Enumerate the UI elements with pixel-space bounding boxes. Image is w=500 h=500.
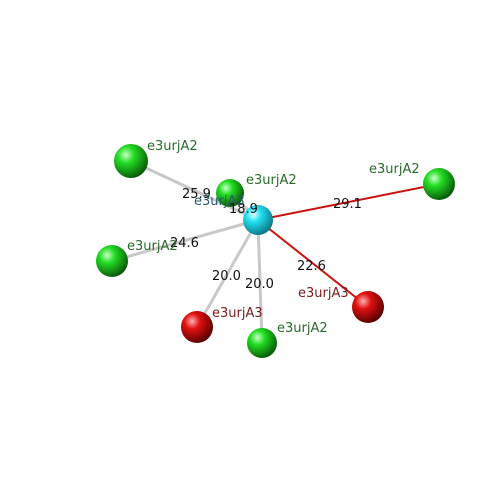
atom-labels: e3urjA3 e3urjA2 e3urjA2 e3urjA2 e3urjA2 …	[127, 139, 420, 336]
atom-label-3: e3urjA2	[369, 162, 420, 177]
distance-label-5: 22.6	[297, 259, 326, 274]
atom-green-1[interactable]	[114, 144, 148, 178]
atom-green-2[interactable]	[216, 179, 244, 207]
atoms	[96, 144, 455, 358]
bond-5	[257, 219, 369, 308]
bond-3	[257, 183, 440, 221]
distance-label-2: 18.9	[229, 202, 258, 217]
atom-label-center: e3urjA3	[194, 194, 245, 209]
bond-1	[130, 159, 259, 222]
atom-label-6: e3urjA3	[212, 306, 263, 321]
atom-red-6[interactable]	[181, 311, 213, 343]
atom-label-4: e3urjA2	[127, 239, 178, 254]
bond-6	[195, 219, 260, 328]
atom-red-5[interactable]	[352, 291, 384, 323]
atom-green-3[interactable]	[423, 168, 455, 200]
bond-4	[111, 218, 259, 263]
atom-center[interactable]	[243, 205, 273, 235]
distance-label-4: 24.6	[170, 236, 199, 251]
atom-label-7: e3urjA2	[277, 321, 328, 336]
bonds	[111, 159, 440, 344]
distance-label-6: 20.0	[212, 269, 241, 284]
atom-label-5: e3urjA3	[298, 286, 349, 301]
atom-label-2: e3urjA2	[246, 173, 297, 188]
distance-label-1: 25.9	[182, 187, 211, 202]
bond-7	[256, 219, 264, 344]
distance-label-3: 29.1	[333, 197, 362, 212]
distance-label-7: 20.0	[245, 277, 274, 292]
distance-labels: 25.9 18.9 29.1 24.6 22.6 20.0 20.0	[170, 187, 362, 292]
atom-label-1: e3urjA2	[147, 139, 198, 154]
atom-green-4[interactable]	[96, 245, 128, 277]
atom-green-7[interactable]	[247, 328, 277, 358]
